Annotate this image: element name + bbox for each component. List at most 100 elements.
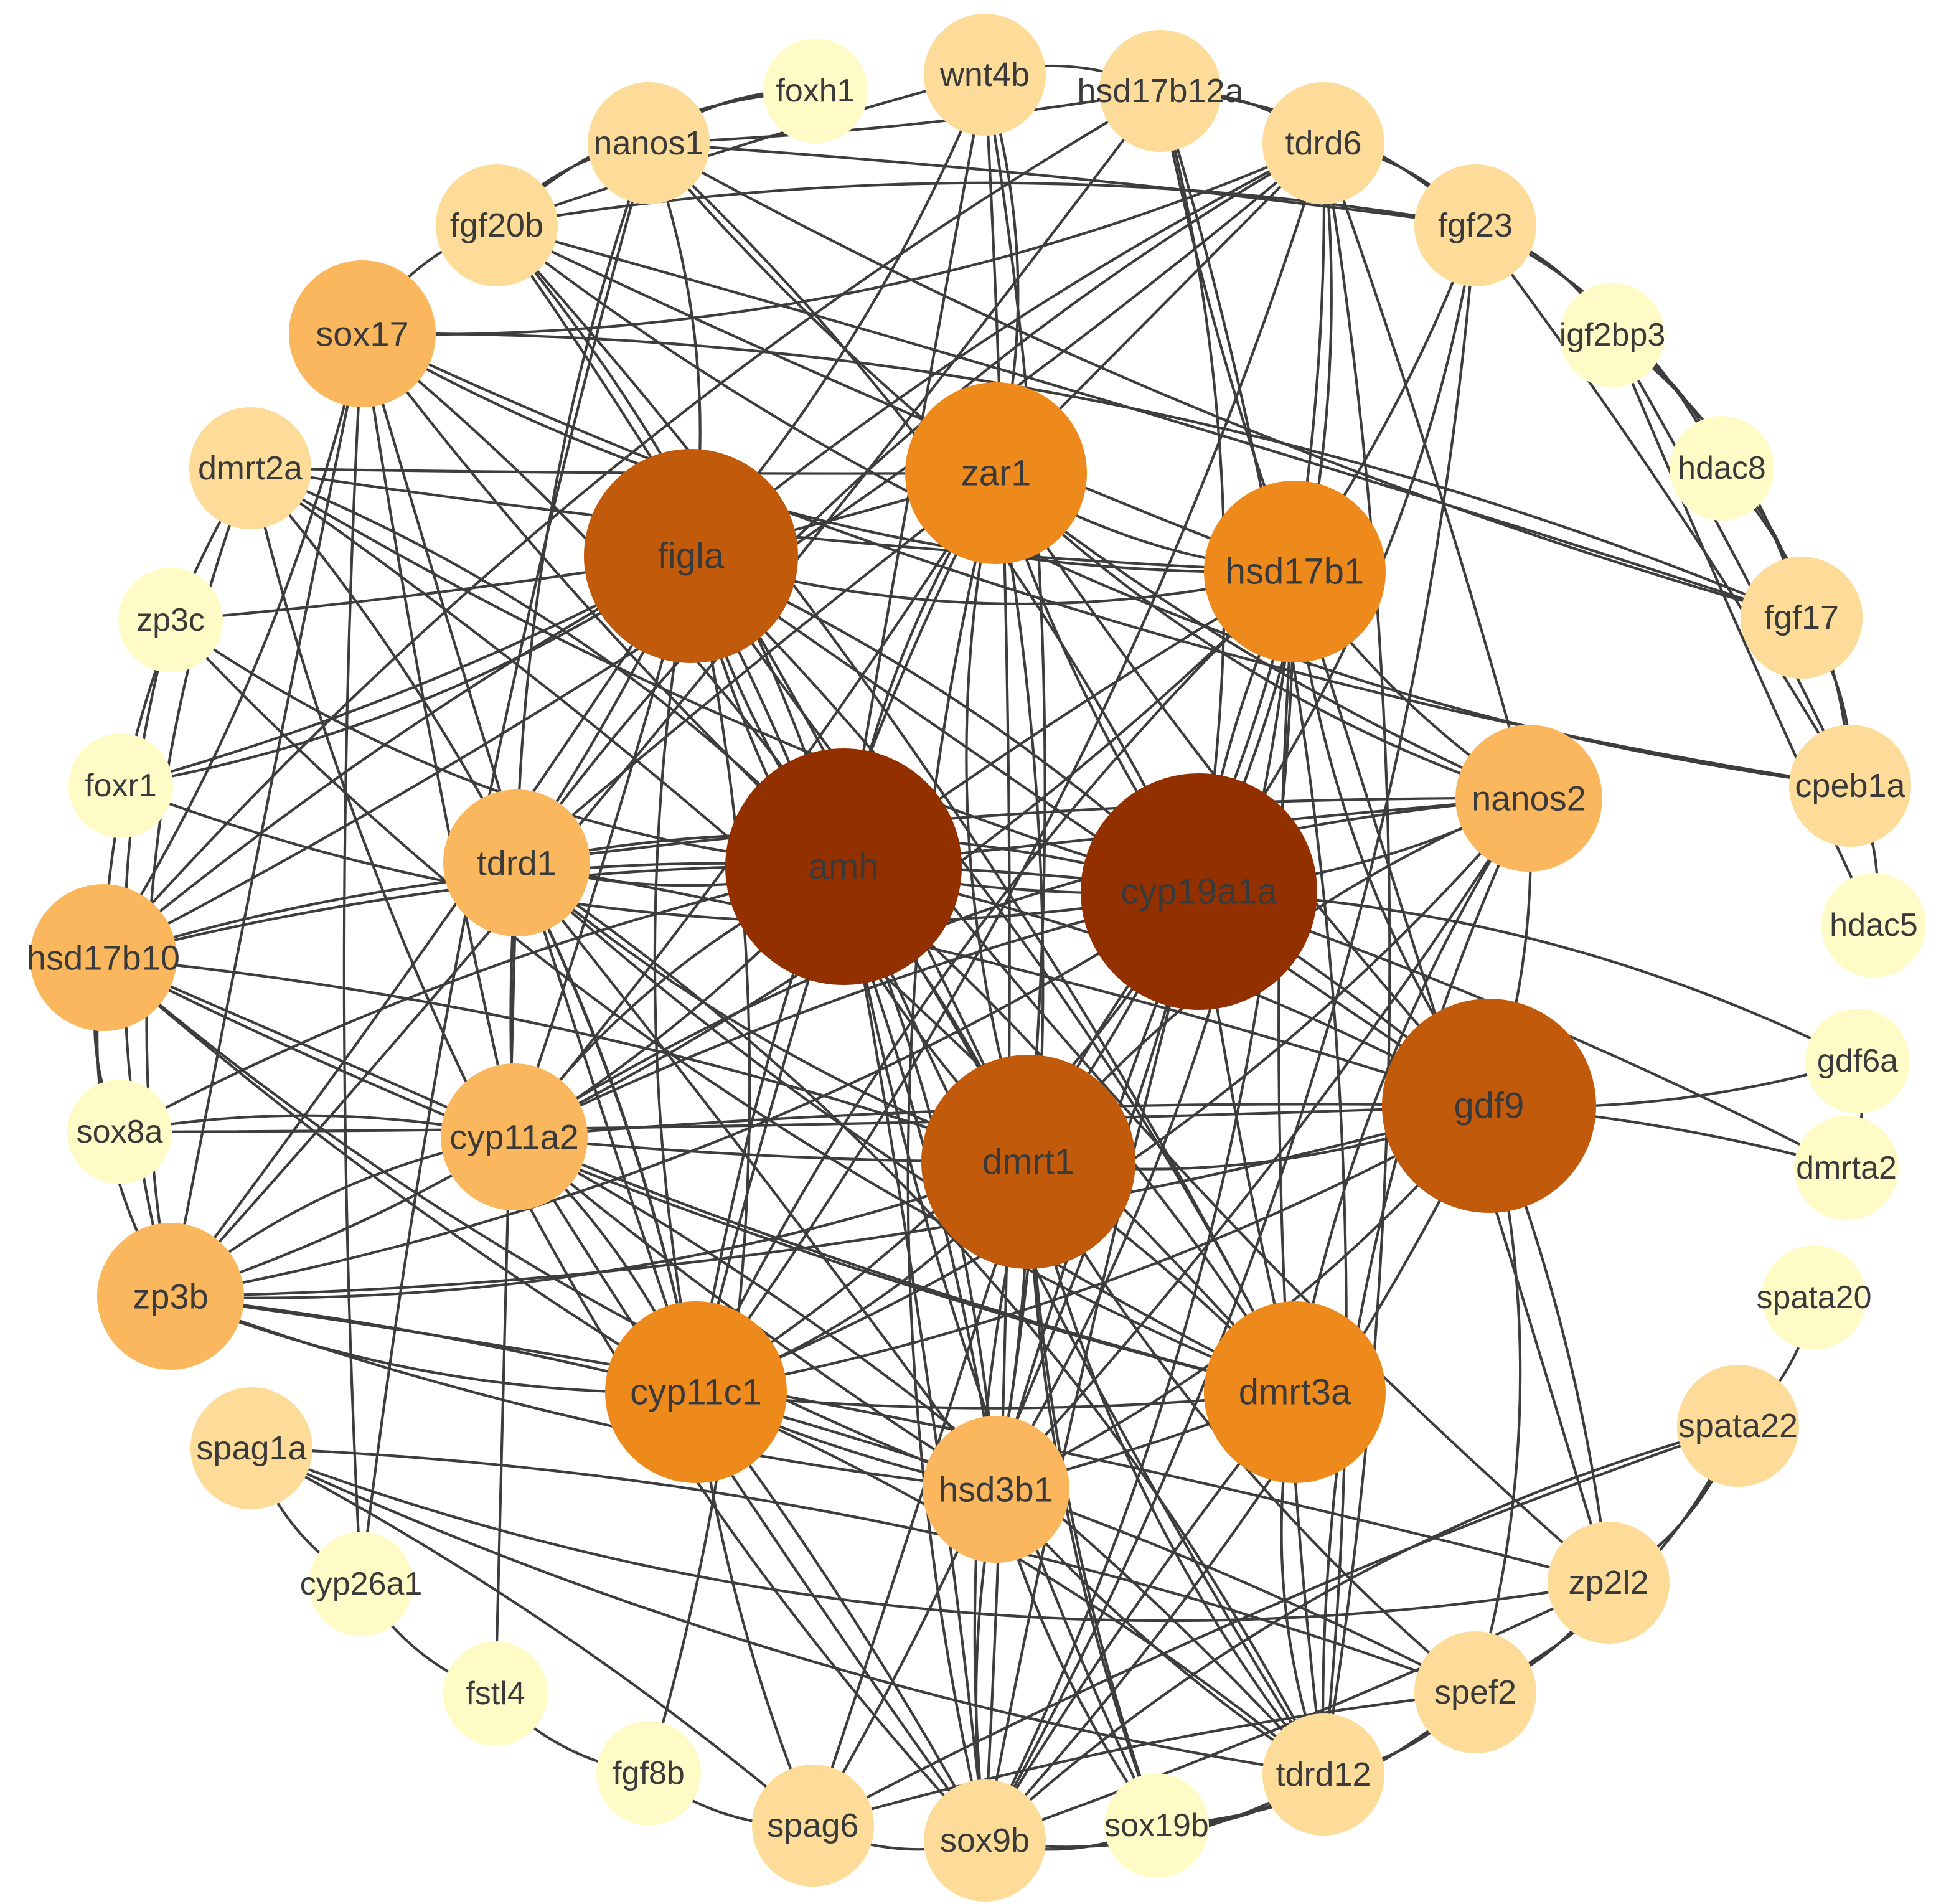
node-label: fstl4 [466, 1675, 525, 1712]
node-cyp11c1[interactable]: cyp11c1 [605, 1301, 787, 1483]
node-hsd17b12a[interactable]: hsd17b12a [1077, 30, 1244, 152]
node-circle [443, 1641, 548, 1746]
node-sox8a[interactable]: sox8a [67, 1080, 172, 1184]
node-hdac8[interactable]: hdac8 [1670, 416, 1774, 521]
node-circle [921, 1055, 1135, 1269]
node-cpeb1a[interactable]: cpeb1a [1789, 725, 1911, 847]
node-fgf23[interactable]: fgf23 [1414, 164, 1536, 286]
node-fstl4[interactable]: fstl4 [443, 1641, 548, 1746]
edge-dmrt3a-fgf20b [495, 224, 1297, 1394]
node-sox9b[interactable]: sox9b [924, 1779, 1046, 1902]
edge-tdrd1-tdrd6 [515, 141, 1325, 865]
edge-amh-sox9b [842, 865, 987, 1842]
node-nanos1[interactable]: nanos1 [588, 82, 710, 204]
node-label: sox19b [1104, 1807, 1209, 1844]
node-label: hsd3b1 [939, 1470, 1053, 1509]
node-zp3b[interactable]: zp3b [97, 1223, 244, 1370]
edge-spag1a-spef2 [250, 1446, 1477, 1694]
node-label: hsd17b12a [1077, 72, 1244, 110]
node-label: zp2l2 [1568, 1564, 1648, 1601]
node-hsd17b1[interactable]: hsd17b1 [1204, 481, 1386, 662]
node-hdac5[interactable]: hdac5 [1821, 873, 1926, 978]
node-zp3c[interactable]: zp3c [118, 568, 223, 672]
node-circle [289, 260, 436, 407]
node-zar1[interactable]: zar1 [905, 382, 1087, 564]
node-label: fgf8b [613, 1755, 685, 1791]
edge-wnt4b-sox9b [983, 73, 1011, 1842]
edge-zp3b-hsd17b12a [169, 89, 1162, 1298]
node-circle [1677, 1365, 1799, 1487]
edge-sox17-cpeb1a [360, 332, 1852, 788]
node-tdrd1[interactable]: tdrd1 [443, 789, 590, 936]
node-cyp26a1[interactable]: cyp26a1 [300, 1532, 423, 1636]
edge-zar1-dmrt2a [248, 466, 998, 475]
node-sox17[interactable]: sox17 [289, 260, 436, 407]
node-zp2l2[interactable]: zp2l2 [1548, 1522, 1670, 1644]
edge-sox9b-cyp11a2 [512, 1135, 987, 1842]
node-label: cyp11c1 [630, 1372, 762, 1413]
node-dmrt2a[interactable]: dmrt2a [189, 407, 311, 529]
node-fgf17[interactable]: fgf17 [1741, 557, 1863, 679]
node-foxh1[interactable]: foxh1 [763, 39, 868, 143]
edge-figla-fgf8b [647, 554, 751, 1775]
node-cyp19a1a[interactable]: cyp19a1a [1081, 773, 1317, 1010]
node-circle [1821, 873, 1926, 978]
node-label: cyp11a2 [449, 1118, 579, 1157]
node-fgf8b[interactable]: fgf8b [596, 1721, 701, 1826]
node-spag1a[interactable]: spag1a [190, 1387, 312, 1509]
node-wnt4b[interactable]: wnt4b [924, 14, 1046, 136]
node-spag6[interactable]: spag6 [752, 1765, 874, 1887]
node-label: spag1a [196, 1430, 307, 1467]
node-circle [924, 1779, 1046, 1902]
node-spata22[interactable]: spata22 [1677, 1365, 1799, 1487]
edge-nanos2-cyp11a2 [512, 796, 1531, 1139]
node-igf2bp3[interactable]: igf2bp3 [1559, 283, 1666, 387]
edge-tdrd6-sox17 [360, 141, 1325, 336]
edge-hsd17b12a-hsd17b10 [101, 89, 1162, 959]
node-label: amh [809, 847, 879, 887]
node-figla[interactable]: figla [584, 449, 798, 663]
node-foxr1[interactable]: foxr1 [68, 733, 173, 838]
edge-cyp11c1-tdrd6 [694, 141, 1325, 1394]
node-cyp11a2[interactable]: cyp11a2 [441, 1063, 588, 1210]
node-sox19b[interactable]: sox19b [1104, 1773, 1209, 1878]
edge-dmrt2a-hsd17b10 [101, 466, 252, 959]
node-tdrd6[interactable]: tdrd6 [1262, 82, 1384, 204]
node-hsd3b1[interactable]: hsd3b1 [923, 1416, 1069, 1563]
edge-dmrt3a-nanos2 [1293, 796, 1531, 1394]
node-dmrta2[interactable]: dmrta2 [1794, 1116, 1899, 1220]
edge-gdf9-sox9b [983, 1104, 1491, 1842]
node-label: zp3c [136, 602, 205, 638]
node-label: spef2 [1434, 1674, 1516, 1711]
node-circle [1789, 725, 1911, 847]
node-gdf6a[interactable]: gdf6a [1805, 1009, 1910, 1113]
node-label: tdrd12 [1276, 1756, 1371, 1793]
node-hsd17b10[interactable]: hsd17b10 [27, 884, 180, 1031]
node-circle [1548, 1522, 1670, 1644]
node-label: cyp26a1 [300, 1566, 423, 1602]
node-tdrd12[interactable]: tdrd12 [1262, 1713, 1384, 1836]
node-spef2[interactable]: spef2 [1414, 1631, 1536, 1753]
node-label: tdrd6 [1285, 125, 1361, 162]
node-label: nanos2 [1472, 779, 1586, 818]
node-dmrt3a[interactable]: dmrt3a [1204, 1301, 1386, 1483]
node-circle [97, 1223, 244, 1370]
node-circle [1560, 283, 1665, 387]
node-circle [1762, 1245, 1866, 1350]
node-amh[interactable]: amh [725, 748, 962, 985]
node-label: dmrt1 [982, 1142, 1074, 1182]
node-spata20[interactable]: spata20 [1756, 1245, 1872, 1350]
edge-gdf9-tdrd1 [515, 861, 1491, 1108]
node-circle [763, 39, 868, 143]
node-circle [1414, 1631, 1536, 1753]
node-nanos2[interactable]: nanos2 [1455, 725, 1602, 872]
edge-spag1a-zp2l2 [250, 1446, 1610, 1623]
edge-cyp19a1a-sox9b [983, 890, 1201, 1842]
node-fgf20b[interactable]: fgf20b [436, 164, 558, 286]
edge-hsd17b1-hsd3b1 [994, 570, 1297, 1491]
edge-spef2-spag6 [811, 1690, 1477, 1827]
node-dmrt1[interactable]: dmrt1 [921, 1055, 1135, 1269]
edge-cyp11c1-nanos2 [694, 796, 1531, 1394]
node-gdf9[interactable]: gdf9 [1382, 999, 1596, 1213]
node-circle [923, 1416, 1069, 1563]
